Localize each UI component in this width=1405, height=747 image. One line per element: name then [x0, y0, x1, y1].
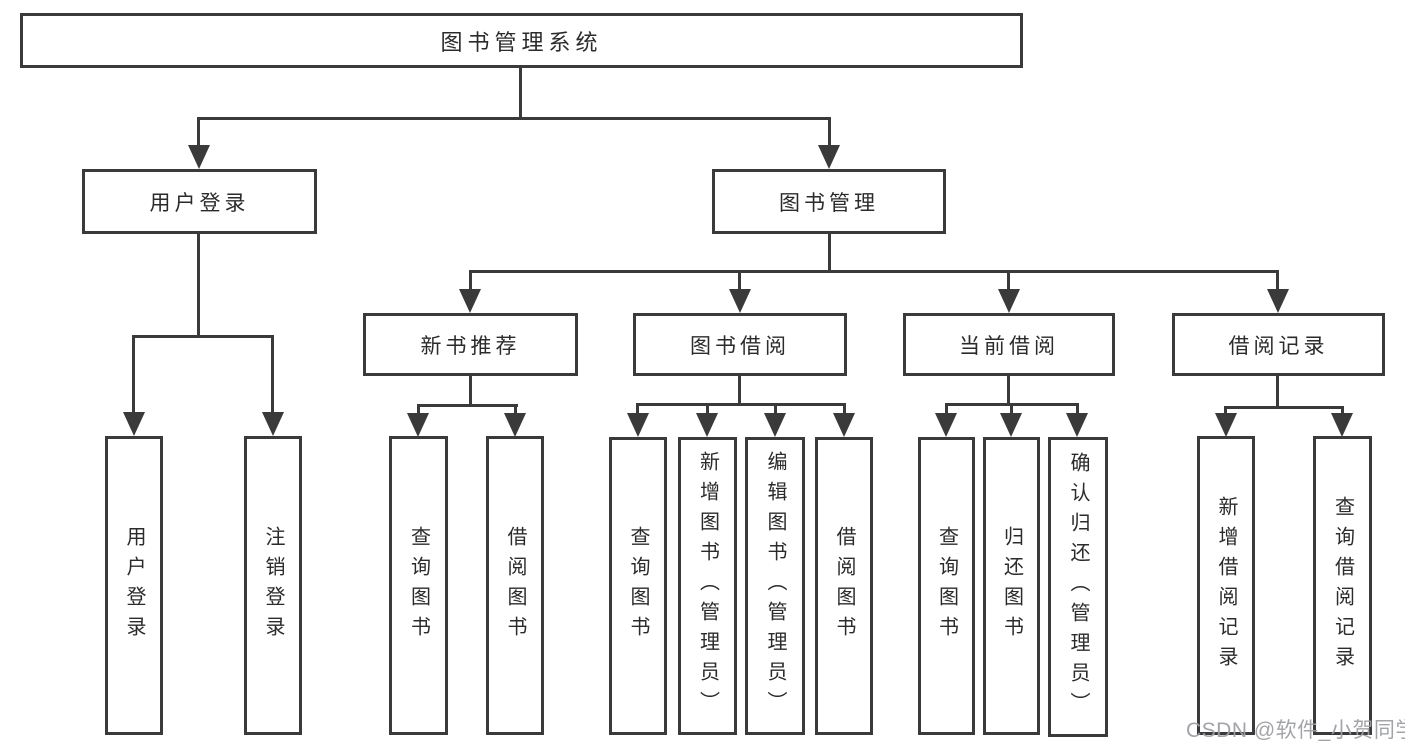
leaf-query-books-borrowing: 查询图书	[609, 437, 667, 735]
leaf-add-book-admin: 新增图书（管理员）	[678, 437, 737, 735]
leaf-add-borrow-record: 新增借阅记录	[1197, 436, 1255, 735]
arrow-down-icon	[407, 413, 429, 437]
leaf-logout: 注销登录	[244, 436, 302, 735]
leaf-label: 注销登录	[262, 525, 284, 646]
leaf-label: 查询图书	[627, 526, 649, 646]
arrow-down-icon	[729, 289, 751, 313]
connector-hline	[636, 403, 846, 406]
connector-hline	[417, 404, 518, 407]
connector-vline	[132, 335, 135, 418]
leaf-label: 借阅图书	[833, 526, 855, 646]
connector-vline	[1007, 270, 1010, 295]
node-library-management-system: 图书管理系统	[20, 13, 1023, 68]
leaf-edit-book-admin: 编辑图书（管理员）	[745, 437, 805, 735]
leaf-label: 编辑图书（管理员）	[764, 451, 786, 721]
arrow-down-icon	[1331, 413, 1353, 437]
node-label: 图书借阅	[690, 334, 790, 358]
node-label: 新书推荐	[420, 334, 521, 358]
arrow-down-icon	[1267, 289, 1289, 313]
connector-vline	[738, 270, 741, 295]
leaf-label: 查询图书	[935, 526, 958, 646]
connector-hline	[469, 270, 1279, 273]
connector-vline	[417, 404, 420, 418]
node-current-borrowing: 当前借阅	[903, 313, 1115, 376]
leaf-label: 新增图书（管理员）	[696, 451, 719, 721]
connector-vline	[1010, 403, 1013, 418]
leaf-label: 借阅图书	[504, 525, 526, 646]
leaf-confirm-return-admin: 确认归还（管理员）	[1048, 437, 1108, 737]
connector-vline	[271, 335, 274, 418]
connector-vline	[469, 376, 472, 407]
connector-vline	[1076, 403, 1079, 418]
node-label: 图书管理	[779, 191, 879, 215]
arrow-down-icon	[1066, 413, 1088, 437]
node-label: 借阅记录	[1228, 334, 1329, 358]
node-label: 用户登录	[149, 191, 250, 215]
connector-vline	[828, 117, 831, 151]
connector-hline	[197, 117, 831, 120]
leaf-label: 用户登录	[123, 525, 145, 646]
arrow-down-icon	[262, 412, 284, 436]
leaf-label: 查询图书	[407, 525, 430, 646]
leaf-label: 确认归还（管理员）	[1067, 452, 1089, 722]
leaf-label: 新增借阅记录	[1215, 495, 1237, 676]
node-borrowing-records: 借阅记录	[1172, 313, 1385, 376]
connector-vline	[1007, 376, 1010, 406]
arrow-down-icon	[764, 413, 786, 437]
watermark: CSDN @软件_小贺同学	[1186, 719, 1405, 742]
node-new-book-recommendation: 新书推荐	[363, 313, 578, 376]
arrow-down-icon	[459, 289, 481, 313]
leaf-query-borrow-record: 查询借阅记录	[1313, 436, 1372, 735]
leaf-query-books-recommend: 查询图书	[389, 436, 448, 735]
arrow-down-icon	[1215, 413, 1237, 437]
node-label: 当前借阅	[959, 334, 1059, 358]
leaf-borrow-books-recommend: 借阅图书	[486, 436, 544, 735]
node-book-management: 图书管理	[712, 169, 946, 234]
connector-vline	[197, 234, 200, 338]
connector-vline	[636, 403, 639, 418]
connector-vline	[945, 403, 948, 418]
node-book-borrowing: 图书借阅	[633, 313, 847, 376]
connector-vline	[469, 270, 472, 295]
connector-vline	[774, 403, 777, 418]
node-user-login: 用户登录	[82, 169, 317, 234]
connector-vline	[843, 403, 846, 418]
connector-hline	[132, 335, 274, 338]
leaf-borrow-books-borrowing: 借阅图书	[815, 437, 873, 735]
leaf-user-login: 用户登录	[105, 436, 163, 735]
arrow-down-icon	[833, 413, 855, 437]
connector-vline	[828, 234, 831, 273]
arrow-down-icon	[935, 413, 957, 437]
connector-hline	[1224, 406, 1344, 409]
leaf-query-books-current: 查询图书	[918, 437, 975, 735]
arrow-down-icon	[123, 412, 145, 436]
arrow-down-icon	[627, 413, 649, 437]
arrow-down-icon	[1000, 413, 1022, 437]
arrow-down-icon	[504, 413, 526, 437]
connector-vline	[738, 376, 741, 406]
node-label: 图书管理系统	[440, 29, 603, 55]
connector-vline	[197, 117, 200, 151]
connector-vline	[514, 404, 517, 418]
leaf-label: 查询借阅记录	[1331, 495, 1354, 676]
arrow-down-icon	[818, 145, 840, 169]
connector-vline	[1276, 270, 1279, 295]
arrow-down-icon	[188, 145, 210, 169]
connector-vline	[1341, 406, 1344, 418]
leaf-label: 归还图书	[1000, 526, 1023, 646]
arrow-down-icon	[998, 289, 1020, 313]
connector-vline	[1276, 376, 1279, 409]
connector-vline	[706, 403, 709, 418]
leaf-return-book: 归还图书	[983, 437, 1040, 735]
arrow-down-icon	[696, 413, 718, 437]
connector-vline	[519, 68, 522, 120]
connector-vline	[1224, 406, 1227, 418]
